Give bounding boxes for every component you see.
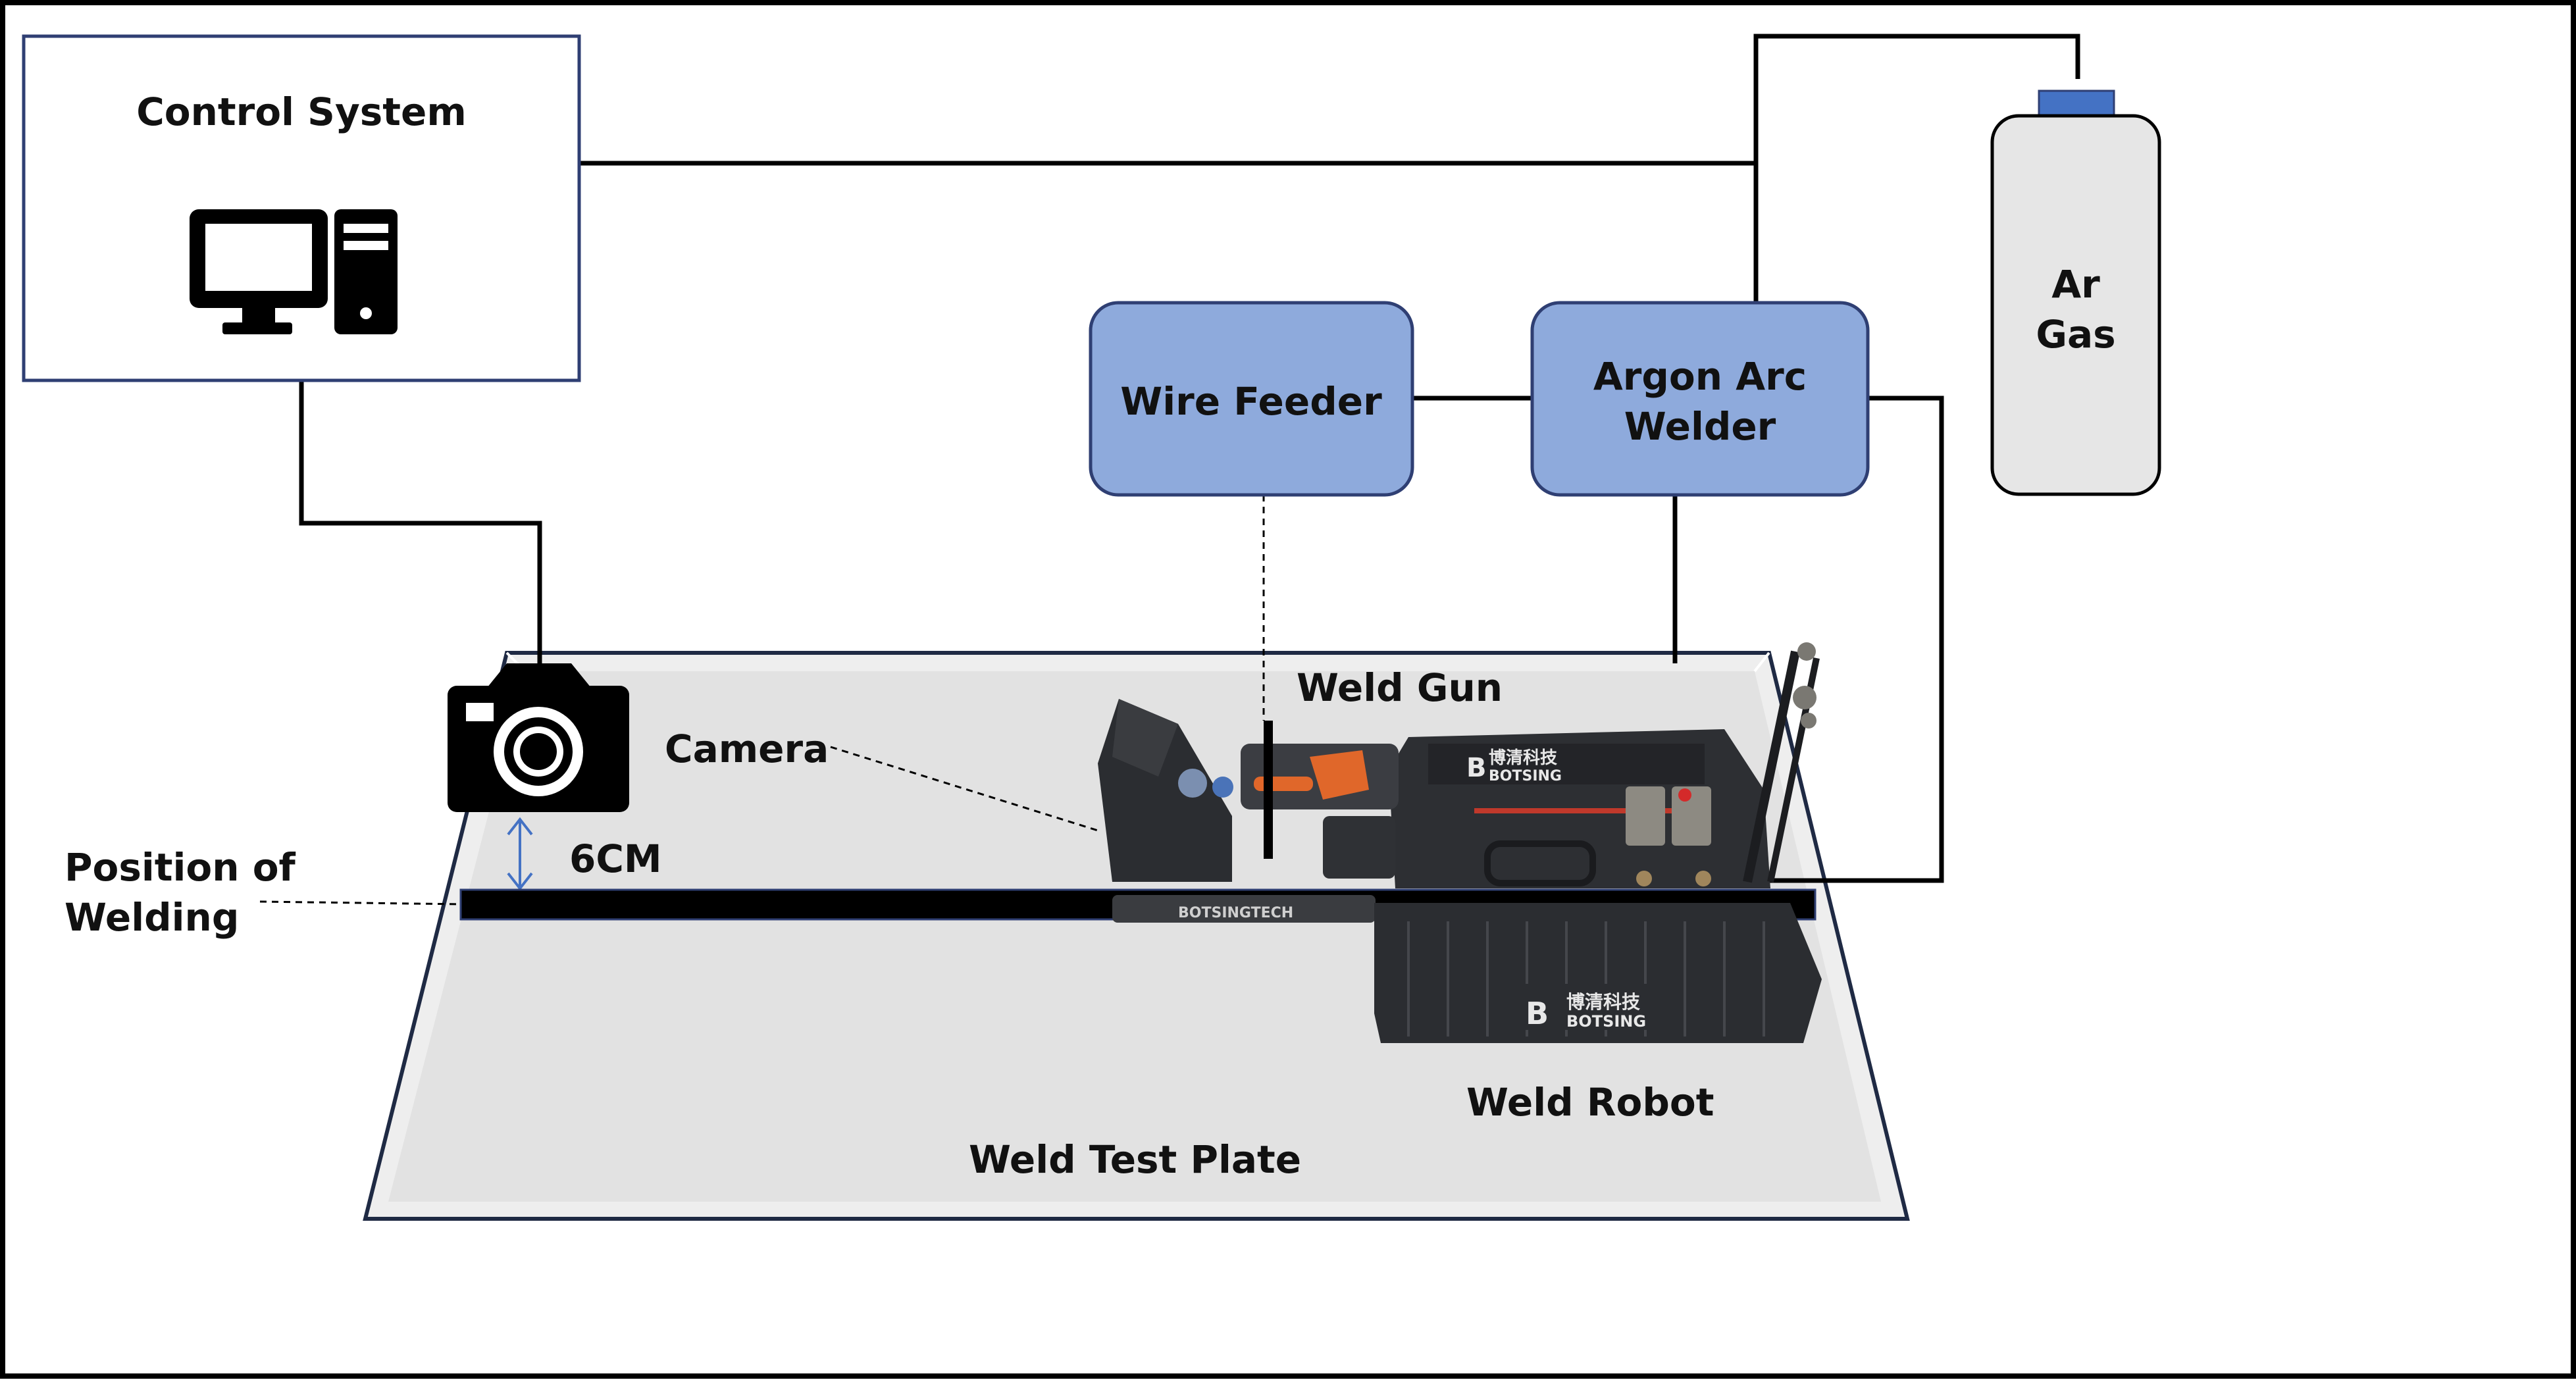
robot-logo-lower: B bbox=[1526, 996, 1549, 1031]
distance-label: 6CM bbox=[569, 836, 662, 881]
argon-arc-label-line1: Argon Arc bbox=[1593, 354, 1807, 399]
control-system-label: Control System bbox=[136, 90, 467, 134]
robot-logo-upper: B bbox=[1466, 753, 1487, 783]
argon-gas-cylinder: Ar Gas bbox=[1990, 90, 2161, 496]
robot-brand-cn-upper: 博清科技 bbox=[1489, 748, 1557, 768]
robot-brand-cn-lower: 博清科技 bbox=[1566, 991, 1640, 1013]
weld-test-plate-label: Weld Test Plate bbox=[969, 1137, 1301, 1182]
robot-brand-en-upper: BOTSING bbox=[1489, 768, 1562, 784]
leader-lines bbox=[259, 495, 1265, 906]
camera-label: Camera bbox=[665, 727, 829, 771]
gas-label-line2: Gas bbox=[2036, 312, 2115, 357]
argon-arc-label-line2: Welder bbox=[1624, 404, 1776, 449]
computer-icon bbox=[190, 209, 398, 334]
weld-robot-label: Weld Robot bbox=[1466, 1080, 1714, 1125]
weld-gun-label: Weld Gun bbox=[1297, 665, 1503, 710]
connection-lines bbox=[299, 34, 2080, 883]
robot-brand-en-lower: BOTSING bbox=[1566, 1012, 1646, 1031]
wire-feeder-box: Wire Feeder bbox=[1089, 301, 1414, 497]
position-label-line2: Welding bbox=[64, 895, 239, 940]
gas-label-line1: Ar bbox=[2051, 262, 2100, 307]
wire-feeder-label: Wire Feeder bbox=[1120, 379, 1382, 424]
camera-icon bbox=[448, 663, 629, 812]
distance-arrow bbox=[507, 817, 533, 891]
position-label-line1: Position of bbox=[64, 845, 296, 890]
weld-robot: BOTSINGTECH 博清科技 BOTSING B B 博清科技 BOTSIN… bbox=[1098, 642, 1822, 1043]
robot-rail-text: BOTSINGTECH bbox=[1178, 905, 1293, 921]
argon-arc-welder-box: Argon Arc Welder bbox=[1530, 301, 1870, 497]
control-system-box: Control System bbox=[22, 34, 581, 382]
weld-gun-marker bbox=[1264, 721, 1273, 859]
